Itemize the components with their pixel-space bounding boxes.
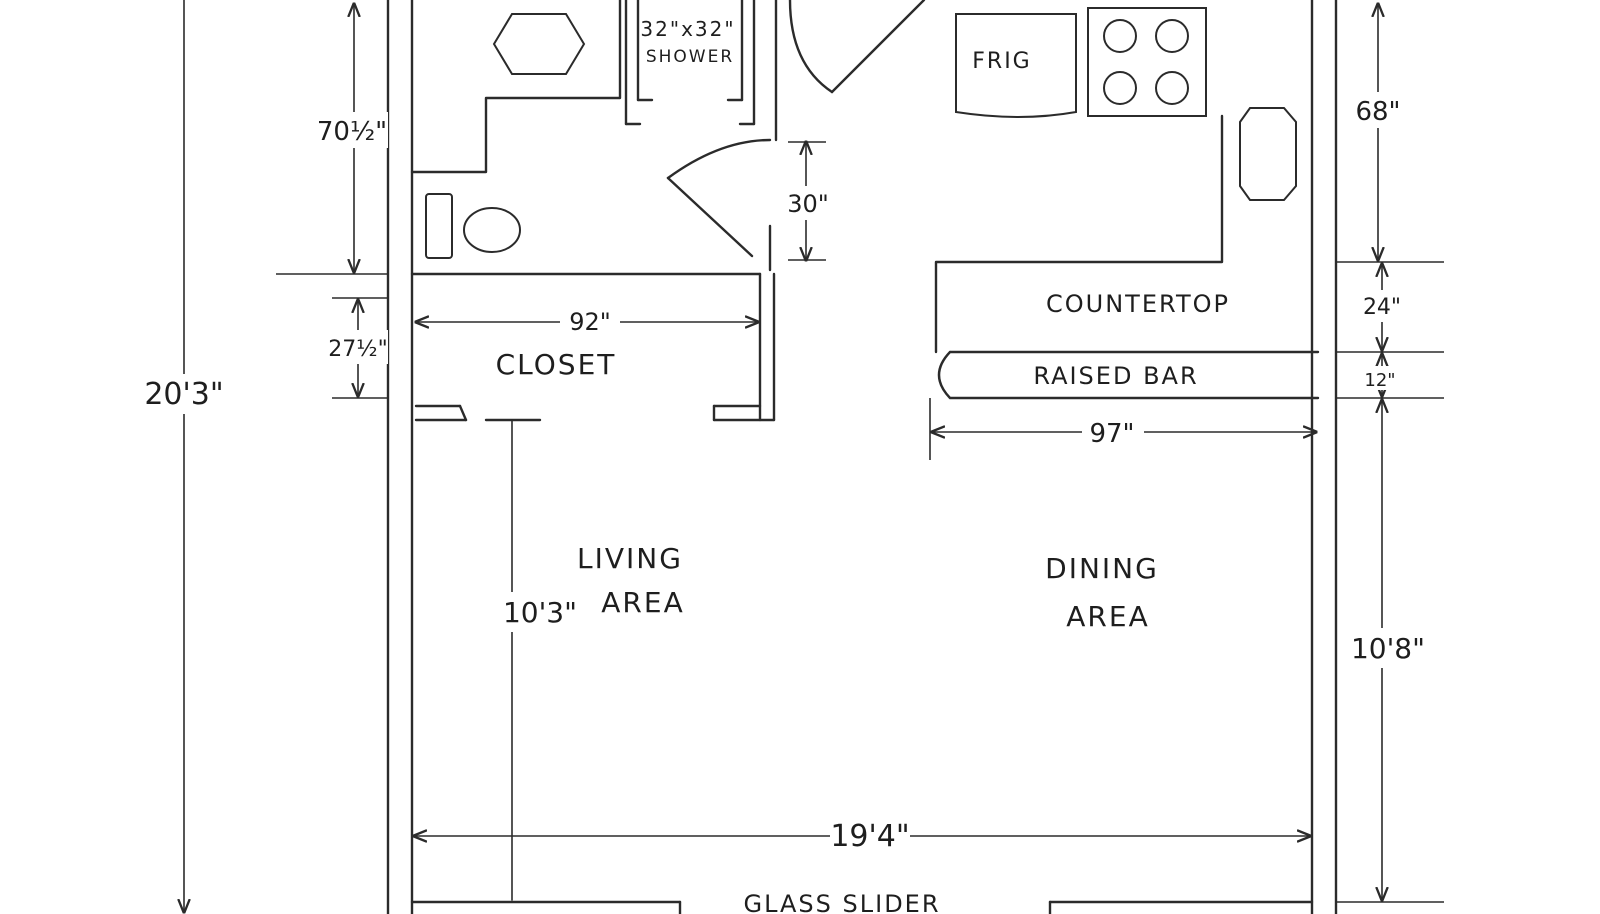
bathroom (410, 0, 778, 276)
kitchen (934, 7, 1320, 400)
dim-bath-height: 70½" (317, 117, 387, 147)
exterior-walls (386, 0, 1338, 914)
dining-area-label: AREA (1066, 600, 1149, 633)
dim-overall-depth: 20'3" (144, 377, 223, 412)
dim-closet-width: 92" (569, 308, 611, 336)
raised-bar (937, 350, 1320, 400)
glass-slider-wall (410, 900, 1314, 914)
dim-bar-depth: 12" (1364, 370, 1395, 391)
frig-label: FRIG (972, 49, 1031, 74)
dim-living-depth: 10'3" (503, 596, 577, 629)
closet-label: CLOSET (496, 348, 617, 381)
toilet (425, 193, 521, 259)
dim-overall-width: 19'4" (830, 819, 909, 854)
dim-closet-depth: 27½" (328, 337, 387, 362)
dim-bar-length: 97" (1089, 419, 1134, 449)
countertop-label: COUNTERTOP (1046, 290, 1230, 318)
dining-label: DINING (1045, 552, 1159, 585)
bath-sink (492, 13, 586, 75)
shower-label: SHOWER (646, 47, 734, 67)
dim-dining-depth: 10'8" (1351, 632, 1425, 665)
raised-bar-label: RAISED BAR (1033, 362, 1198, 390)
dim-bath-door: 30" (787, 190, 829, 218)
shower-stall (624, 0, 756, 126)
bath-door-swing (666, 138, 772, 180)
stove (1087, 7, 1207, 117)
entry-door (788, 0, 926, 94)
closet (414, 272, 776, 422)
fridge (955, 13, 1077, 118)
living-area-label: AREA (601, 586, 684, 619)
dim-kitchen-depth: 68" (1355, 97, 1400, 127)
glass-slider-label: GLASS SLIDER (743, 890, 940, 914)
shower-size-label: 32"x32" (640, 17, 735, 41)
living-label: LIVING (577, 542, 683, 575)
kitchen-sink (1239, 107, 1297, 201)
dim-counter-depth: 24" (1363, 295, 1401, 320)
